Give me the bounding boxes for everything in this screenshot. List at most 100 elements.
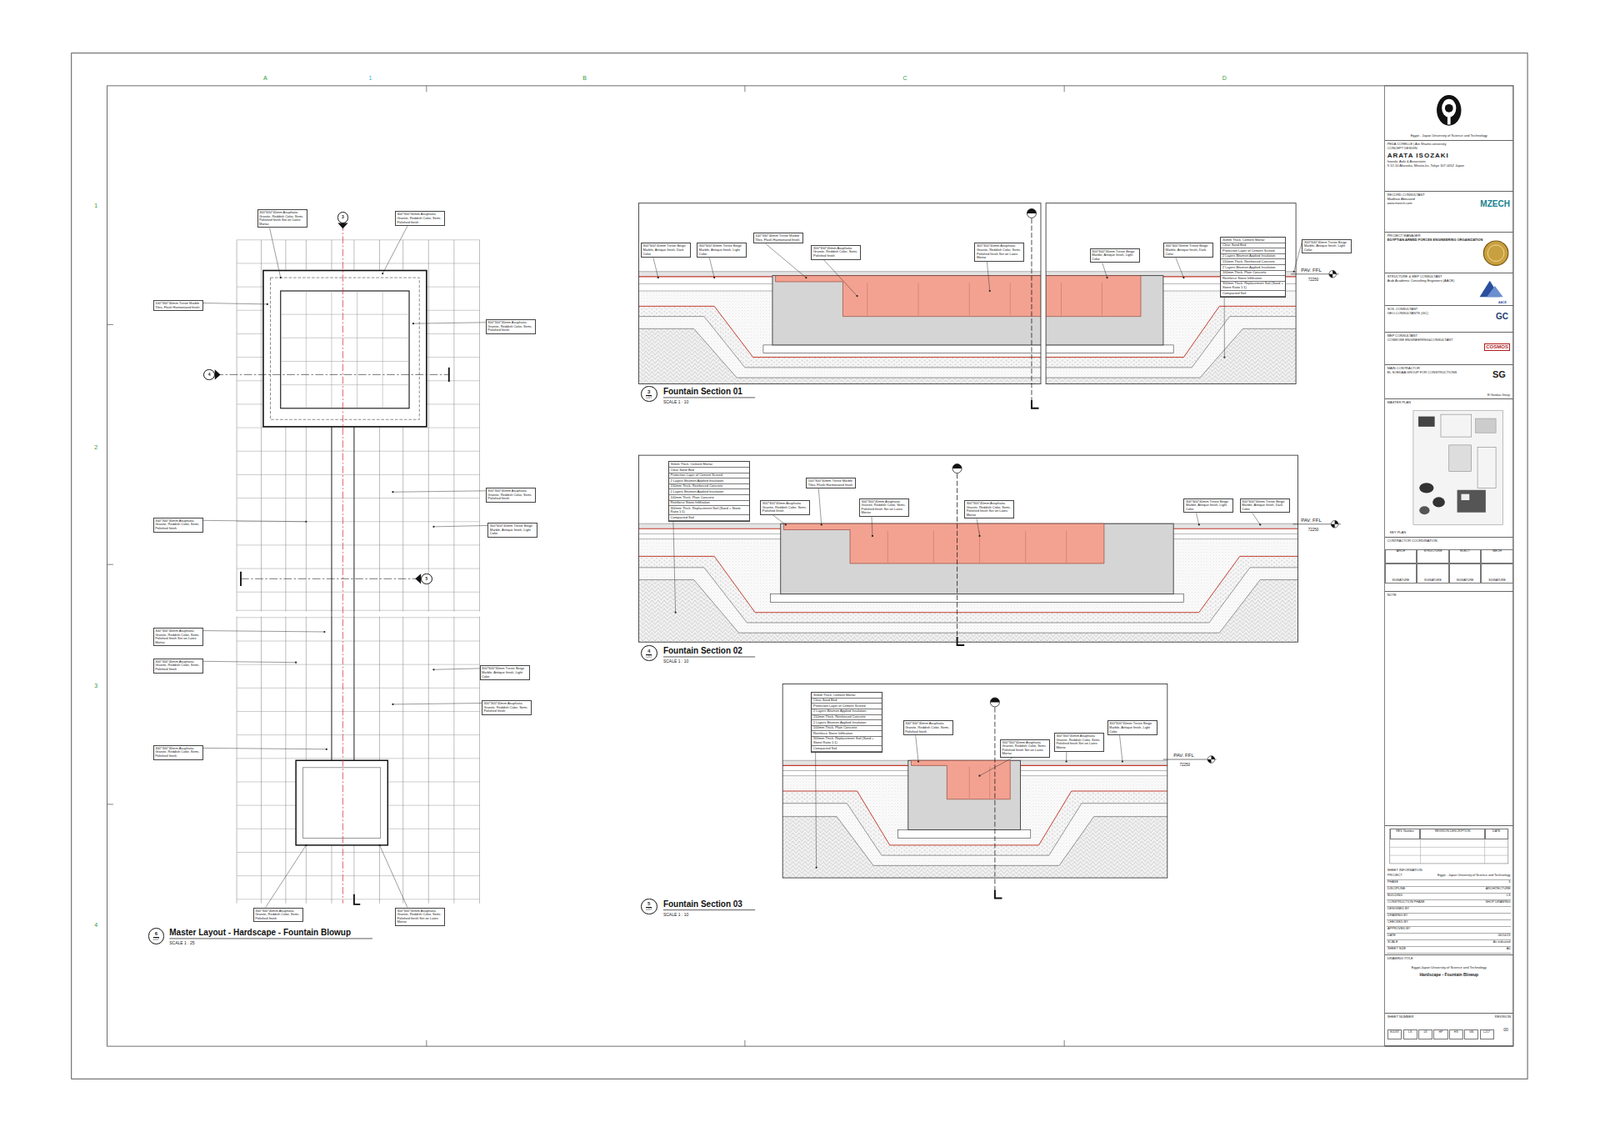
grid-label: D bbox=[1222, 75, 1227, 81]
table-text: SIGNATURE bbox=[1456, 579, 1475, 583]
title-block-cell: MASTER PLANKEY PLAN bbox=[1385, 399, 1514, 539]
grid-label: 1 bbox=[94, 202, 98, 209]
layer-note: 2 Layers Bitumen Applied Insulation bbox=[811, 709, 882, 715]
sheet-info-text: SHEET SIZE bbox=[1387, 946, 1406, 953]
title-block-text: AACE bbox=[1498, 300, 1507, 305]
fountain-section-03 bbox=[908, 760, 1021, 830]
title-block-text: CONTRACTOR COORDINATION bbox=[1387, 539, 1511, 544]
fountain-section-01 bbox=[772, 275, 1164, 345]
fountain-section-03 bbox=[995, 890, 1003, 899]
title-block-text: SHEET NUMBER bbox=[1387, 1015, 1511, 1020]
view-title-marker: 3L217 bbox=[640, 385, 658, 403]
leader-line bbox=[1102, 262, 1108, 278]
leader-line bbox=[1224, 297, 1225, 358]
leader-lines bbox=[203, 225, 1303, 907]
sheet-info-text: PROJECT bbox=[1387, 873, 1403, 880]
title-block-text: NOTE bbox=[1387, 593, 1511, 598]
fountain-section-02 bbox=[887, 530, 1066, 563]
title-block-text: ARATA ISOZAKI bbox=[1387, 151, 1511, 160]
leader-dot bbox=[978, 775, 980, 777]
layer-note: 30mm Thick. Cement Mortar bbox=[669, 461, 750, 468]
leader-line bbox=[653, 257, 659, 278]
title-block-cell: NOTE bbox=[1385, 591, 1514, 825]
callout-note: 300*600*40mm Treste Beige Marble, Antiqu… bbox=[640, 242, 691, 258]
table-cell: L217 bbox=[1480, 1029, 1495, 1039]
layer-note: Clear Sand Bed bbox=[669, 467, 750, 474]
sheet-info-text: BUILDING bbox=[1387, 893, 1403, 900]
sheet-info-text: DISCIPLINE bbox=[1387, 886, 1405, 893]
note-text: 300*600*40mm Treste Beige Marble, Antiqu… bbox=[1091, 250, 1138, 262]
table-text: EJUST bbox=[1390, 1030, 1400, 1035]
title-block-graphics bbox=[1419, 505, 1430, 515]
callout-note: 100*300*40mm Treste Marble Tiles, Flush … bbox=[753, 232, 804, 244]
fountain-section-02 bbox=[639, 455, 1299, 642]
table-text: GN bbox=[1469, 1030, 1474, 1035]
fountain-section-02 bbox=[952, 464, 962, 474]
sheet-info-text: ARCHITECTURE bbox=[1485, 886, 1511, 893]
layer-note: 150mm Thick. Reinforced Concrete bbox=[811, 715, 882, 721]
title-block-graphics bbox=[1477, 446, 1496, 488]
leader-line bbox=[915, 735, 919, 761]
fountain-section-02 bbox=[1330, 520, 1339, 529]
sheet-info-text: LS bbox=[1506, 893, 1511, 900]
title-block-graphics bbox=[1390, 828, 1509, 864]
fountain-plan bbox=[270, 277, 420, 420]
sheet-info-text: DRAWING BY bbox=[1387, 913, 1408, 920]
title-block-graphics bbox=[1460, 494, 1470, 500]
layer-note: Compacted Soil bbox=[669, 515, 750, 521]
sheet-info-row: DATE06/14/23 bbox=[1386, 933, 1511, 940]
sheet-info-row: DRAWING BY bbox=[1386, 913, 1511, 920]
leader-line bbox=[203, 660, 296, 662]
fountain-plan bbox=[240, 578, 421, 580]
table-text: HP bbox=[1438, 1030, 1443, 1035]
table-text: STRUCTURE bbox=[1423, 550, 1442, 554]
leader-line bbox=[976, 518, 980, 535]
callout-note: 300*600*40mm Treste Beige Marble, Antiqu… bbox=[1163, 242, 1214, 258]
sheet-frame bbox=[71, 53, 1528, 1080]
callout-note: 300*300*40mm Asuphatia Granite, Reddish … bbox=[481, 700, 532, 715]
leader-dot bbox=[855, 295, 858, 297]
leader-dot bbox=[266, 303, 269, 305]
callout-note: 300*300*40mm Asuphatia Granite, Reddish … bbox=[395, 210, 445, 226]
level-tag: PAV. FFL bbox=[1173, 752, 1195, 758]
title-block-text: EGYPTIAN ARMED FORCES ENGINEERING ORGANI… bbox=[1387, 238, 1484, 243]
table-cell: SIGNATURE bbox=[1416, 563, 1450, 584]
leader-line bbox=[270, 227, 281, 278]
leader-line bbox=[1294, 241, 1303, 272]
title-block-text: Arab Academic Consulting Engineers (AACE… bbox=[1387, 279, 1484, 284]
fountain-plan bbox=[232, 610, 484, 616]
callout-number: L217 bbox=[153, 936, 160, 941]
title-block-graphics bbox=[1440, 414, 1472, 437]
callout-note: 300*300*40mm Asuphatia Granite, Reddish … bbox=[974, 242, 1025, 261]
scale-note: SCALE 1 : 10 bbox=[663, 659, 689, 664]
table-cell: DATE bbox=[1485, 828, 1509, 839]
note-text: 300*300*40mm Asuphatia Granite, Reddish … bbox=[155, 746, 201, 759]
layer-note: Reinforce Stone Infiltration bbox=[1220, 275, 1285, 282]
callout-number: 3 bbox=[647, 389, 650, 395]
table-text: 03 bbox=[1424, 1030, 1428, 1035]
level-tag: PAV. FFL bbox=[1300, 267, 1322, 273]
table-text: SIGNATURE bbox=[1488, 579, 1506, 583]
fountain-section-01 bbox=[639, 200, 1340, 409]
leader-dot bbox=[805, 276, 807, 279]
layer-note: 150mm Thick. Reinforced Concrete bbox=[669, 484, 750, 490]
leader-dot bbox=[280, 276, 282, 279]
layer-note: 30mm Thick. Cement Mortar bbox=[1220, 237, 1285, 244]
title-block-text: EL SOEDAA GROUP FOR CONSTRUCTIONS bbox=[1387, 370, 1485, 375]
leader-dot bbox=[978, 535, 980, 537]
sheet-info-row: CONSTRUCTION PHASESHOP DRAWING bbox=[1386, 900, 1511, 907]
note-text: 300*300*40mm Asuphatia Granite, Reddish … bbox=[813, 246, 860, 259]
callout-number: L217 bbox=[645, 906, 652, 911]
leader-dot bbox=[305, 520, 307, 523]
sheet-info-row: SCALEAs indicated bbox=[1386, 940, 1511, 947]
title-block-text: CONCEPT DESIGN bbox=[1387, 146, 1511, 151]
title-block-cell: SOIL CONSULTANTGEO-CONSULTANTS (GC)GC bbox=[1385, 305, 1514, 333]
title-block-text: Egypt - Japan University of Science and … bbox=[1387, 134, 1511, 139]
title-block-text: SHEET INFORMATION bbox=[1387, 868, 1511, 873]
leader-line bbox=[815, 752, 817, 868]
layer-note: 100mm Thick. Plain Concrete bbox=[1220, 270, 1285, 277]
title-block-graphics bbox=[1432, 496, 1445, 507]
title-block-graphics bbox=[1436, 95, 1461, 126]
table-cell: SIGNATURE bbox=[1385, 563, 1418, 584]
layer-note: 300mm Thick. Replacement Soil (Sand + St… bbox=[811, 736, 882, 746]
